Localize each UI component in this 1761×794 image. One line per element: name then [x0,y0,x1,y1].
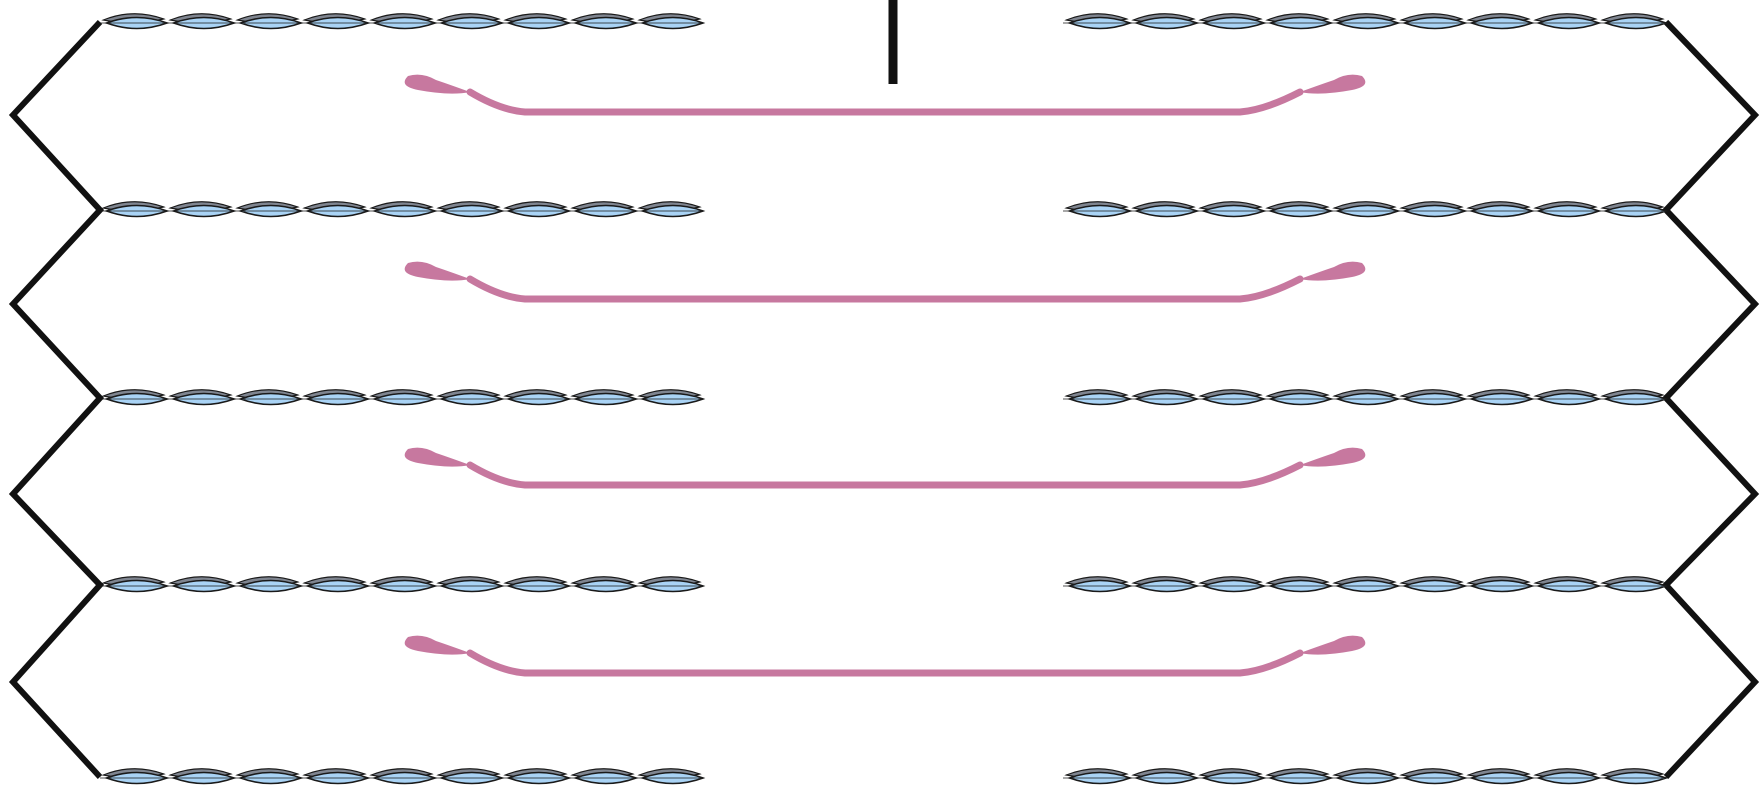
thin-filament-left-5 [100,769,703,784]
myosin-head-right [1300,75,1365,94]
myosin-rod [470,279,1300,299]
thin-filament-left-4 [100,577,703,592]
myosin-head-right [1300,636,1365,655]
thin-filament-right-4 [1063,577,1666,592]
thin-filaments-right [1063,14,1666,784]
thick-filament-4 [405,636,1366,673]
thin-filament-right-2 [1063,202,1666,217]
myosin-rod [470,465,1300,485]
thin-filament-right-5 [1063,769,1666,784]
myosin-head-right [1300,448,1365,467]
myosin-head-right [1300,262,1365,281]
thin-filament-left-1 [100,14,703,29]
thin-filament-left-2 [100,202,703,217]
myosin-head-left [405,448,470,467]
myosin-head-left [405,75,470,94]
thin-filament-right-1 [1063,14,1666,29]
thick-filament-3 [405,448,1366,485]
myosin-head-left [405,636,470,655]
z-line-left [13,22,100,777]
myosin-head-left [405,262,470,281]
thin-filament-left-3 [100,390,703,405]
myosin-rod [470,92,1300,112]
myosin-rod [470,653,1300,673]
thick-filament-1 [405,75,1366,112]
thick-filament-2 [405,262,1366,299]
thin-filament-right-3 [1063,390,1666,405]
thin-filaments-left [100,14,703,784]
z-line-right [1666,22,1755,777]
